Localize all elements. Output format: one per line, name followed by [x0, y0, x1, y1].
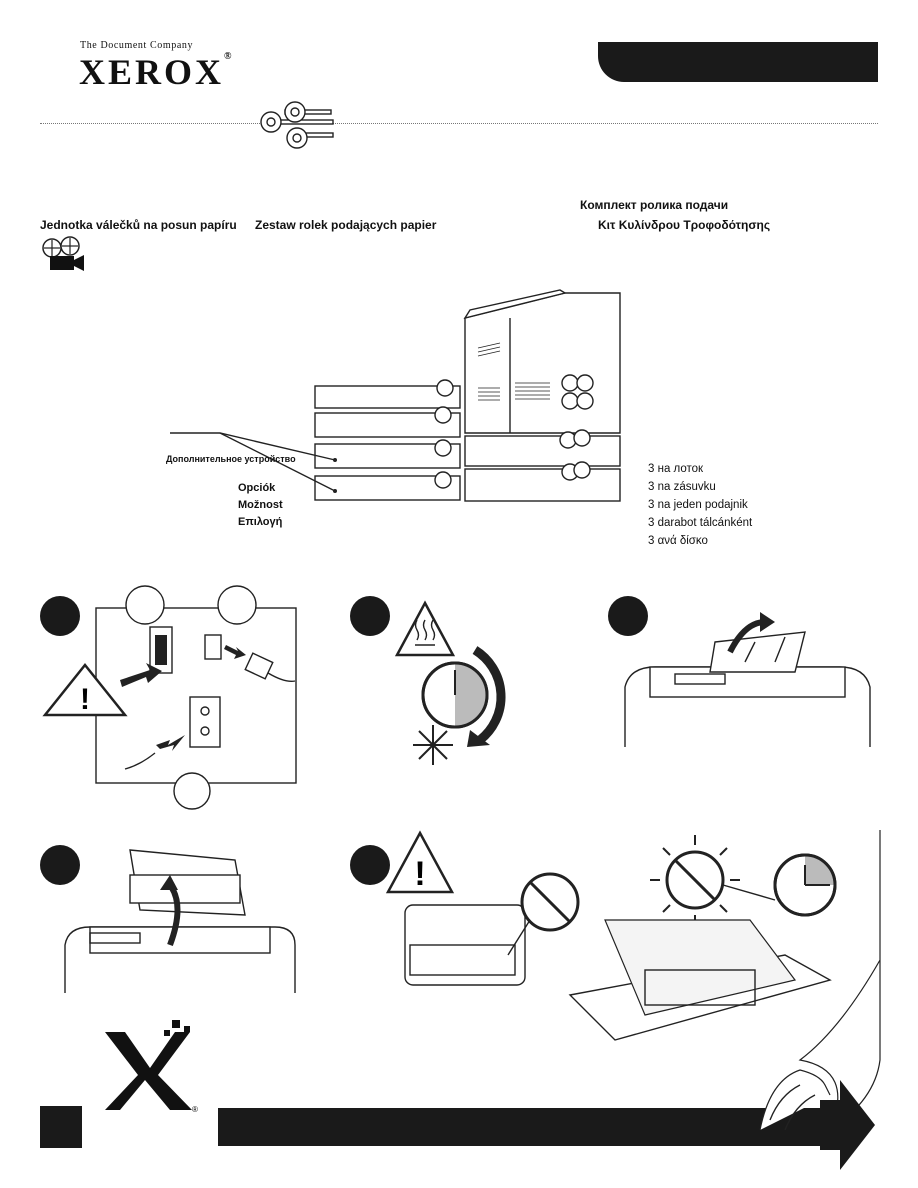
option-label-hu: Opciók [238, 482, 276, 494]
qty-pl: 3 na jeden podajnik [648, 499, 748, 511]
title-cs: Jednotka válečků na posun papíru [40, 218, 237, 232]
xerox-digital-x-logo: ® [105, 1020, 198, 1114]
qty-ru: 3 на лоток [648, 463, 704, 475]
step-5-handle-cartridge-illustration: ! [385, 830, 837, 1041]
video-icon [42, 236, 84, 271]
brand-logo: XEROX® [79, 51, 235, 92]
option-label-el: Επιλογή [238, 516, 283, 528]
svg-text:®: ® [192, 1105, 198, 1114]
header-banner [598, 42, 878, 82]
step-1-badge [40, 596, 80, 636]
svg-text:!: ! [80, 683, 90, 716]
step-3-badge [608, 596, 648, 636]
page-curl-next-arrow[interactable] [700, 830, 890, 1170]
quantity-list: 3 на лоток 3 na zásuvku 3 na jeden podaj… [648, 460, 752, 550]
roller-kit-icon [260, 101, 334, 149]
step-2-cool-down-illustration [394, 600, 506, 765]
title-pl: Zestaw rolek podających papier [255, 218, 437, 232]
step-4-remove-cartridge-illustration [64, 849, 296, 993]
step-4-badge [40, 845, 80, 885]
page-number-block [40, 1106, 82, 1148]
printer-trays-illustration [170, 289, 621, 502]
step-3-open-cover-illustration [624, 612, 871, 747]
dotted-divider [40, 123, 878, 124]
brand-tagline: The Document Company [80, 40, 194, 51]
step-5-badge [350, 845, 390, 885]
title-ru: Комплект ролика подачи [580, 198, 729, 212]
step-1-power-off-illustration: ! [42, 585, 297, 810]
footer-bar [218, 1108, 824, 1146]
qty-el: 3 ανά δίσκο [648, 535, 708, 547]
svg-text:!: ! [414, 855, 425, 893]
option-label-ru: Дополнительное устройство [166, 454, 296, 464]
title-el: Κιτ Κυλίνδρου Τροφοδότησης [598, 218, 771, 232]
option-label-cs: Možnost [238, 499, 283, 511]
qty-hu: 3 darabot tálcánként [648, 517, 753, 529]
step-2-badge [350, 596, 390, 636]
qty-cs: 3 na zásuvku [648, 481, 716, 493]
option-labels: Opciók Možnost Επιλογή [238, 480, 283, 531]
